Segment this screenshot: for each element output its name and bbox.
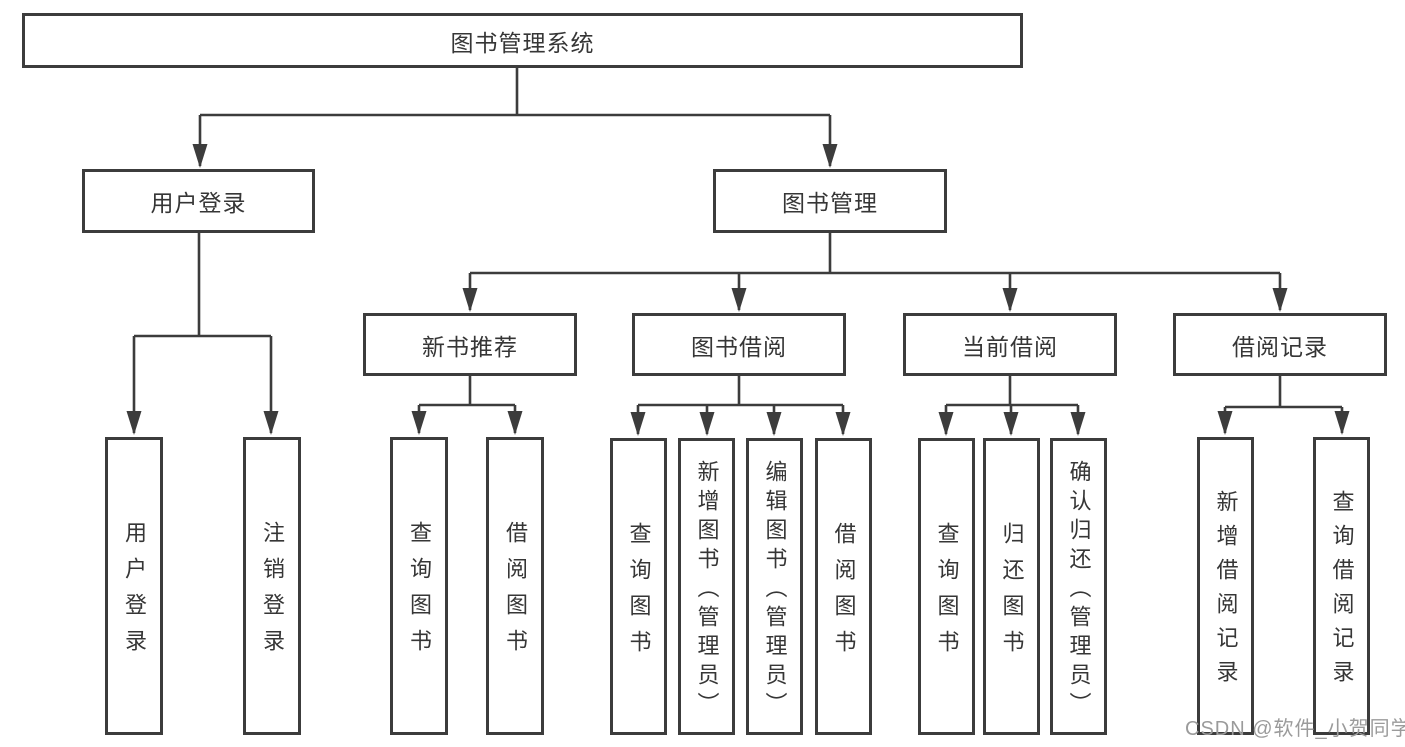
node-add-borrow-record: 新增借阅记录 (1197, 437, 1254, 735)
node-label: 图书管理系统 (450, 29, 595, 56)
node-label: 查询图书 (626, 521, 652, 666)
node-book-management: 图书管理 (713, 169, 947, 233)
node-label: 新书推荐 (422, 333, 518, 360)
node-label: 借阅图书 (503, 521, 528, 665)
node-label: 图书借阅 (691, 333, 787, 360)
node-current-borrow: 当前借阅 (903, 313, 1117, 376)
node-label: 编辑图书（管理员） (762, 459, 788, 721)
csdn-watermark: CSDN @软件_小贺同学 (1185, 718, 1405, 740)
node-new-book-recommend: 新书推荐 (363, 313, 577, 376)
node-label: 用户登录 (122, 521, 147, 665)
node-label: 注销登录 (260, 521, 285, 665)
node-label: 查询图书 (407, 521, 432, 665)
node-borrow-books: 借阅图书 (815, 438, 872, 735)
node-label: 借阅记录 (1232, 333, 1328, 360)
node-library-system: 图书管理系统 (22, 13, 1023, 68)
node-edit-books-admin: 编辑图书（管理员） (746, 438, 803, 735)
node-borrow-records: 借阅记录 (1173, 313, 1387, 376)
node-label: 确认归还（管理员） (1066, 459, 1092, 721)
node-query-books: 查询图书 (610, 438, 667, 735)
node-confirm-return-admin: 确认归还（管理员） (1050, 438, 1107, 735)
node-label: 查询借阅记录 (1329, 490, 1355, 694)
node-label: 新增借阅记录 (1213, 490, 1239, 694)
node-query-books: 查询图书 (390, 437, 448, 735)
node-book-borrow: 图书借阅 (632, 313, 846, 376)
node-query-books: 查询图书 (918, 438, 975, 735)
node-label: 借阅图书 (831, 521, 857, 666)
node-label: 归还图书 (999, 521, 1025, 666)
node-label: 当前借阅 (962, 333, 1058, 360)
connector-rails (134, 68, 1342, 409)
node-add-books-admin: 新增图书（管理员） (678, 438, 735, 735)
node-user-login: 用户登录 (82, 169, 315, 233)
node-user-login-leaf: 用户登录 (105, 437, 163, 735)
node-query-borrow-record: 查询借阅记录 (1313, 437, 1370, 735)
node-return-books: 归还图书 (983, 438, 1040, 735)
node-label: 用户登录 (150, 190, 247, 216)
node-borrow-books: 借阅图书 (486, 437, 544, 735)
node-logout: 注销登录 (243, 437, 301, 735)
node-label: 查询图书 (934, 521, 960, 666)
node-label: 新增图书（管理员） (694, 459, 720, 721)
node-label: 图书管理 (782, 190, 878, 216)
